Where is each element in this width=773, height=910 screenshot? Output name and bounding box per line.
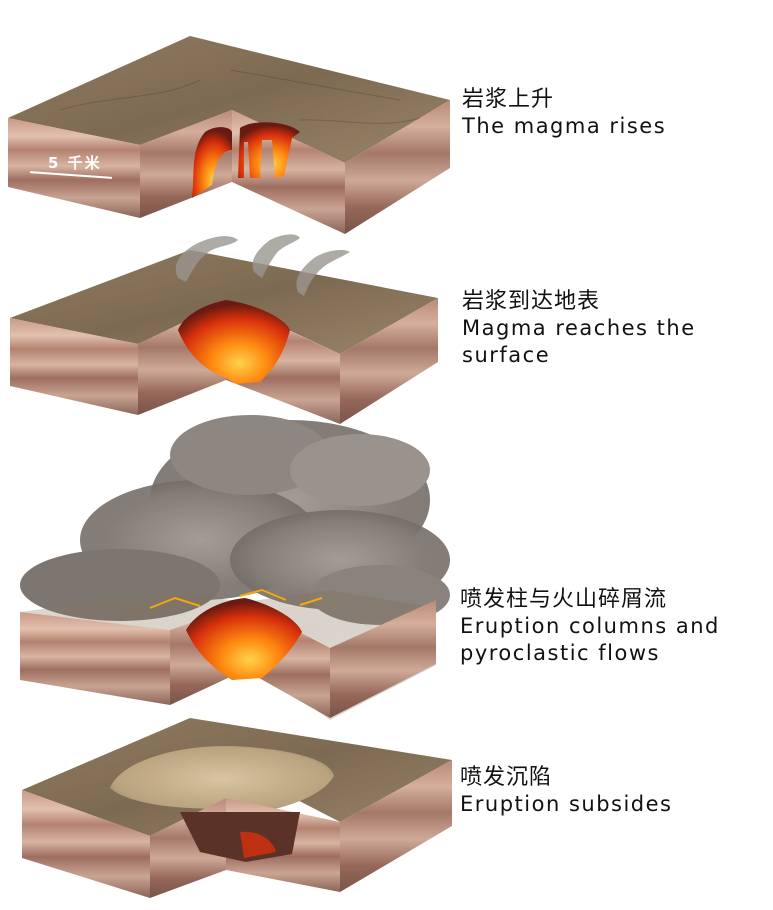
caption-zh: 岩浆到达地表 <box>462 289 601 314</box>
caption-zh: 喷发沉陷 <box>460 765 553 790</box>
caption-zh: 喷发柱与火山碎屑流 <box>460 587 668 612</box>
caption-en: Eruption subsides <box>460 792 673 816</box>
caption-stage-4: 喷发沉陷 Eruption subsides <box>460 764 760 818</box>
caption-stage-2: 岩浆到达地表 Magma reaches the surface <box>462 288 762 369</box>
caption-stage-1: 岩浆上升 The magma rises <box>462 86 762 140</box>
block-eruption-columns <box>20 415 450 720</box>
scale-label: 5 千米 <box>48 154 102 172</box>
caption-en: Magma reaches the surface <box>462 316 696 367</box>
block-magma-reaches-surface <box>10 234 438 424</box>
caption-en: Eruption columns and pyroclastic flows <box>460 614 720 665</box>
caption-zh: 岩浆上升 <box>462 87 555 112</box>
block-eruption-subsides <box>22 718 452 898</box>
block-magma-rises <box>8 36 450 234</box>
caption-en: The magma rises <box>462 114 667 138</box>
scale-bar: 5 千米 <box>30 150 112 190</box>
caption-stage-3: 喷发柱与火山碎屑流 Eruption columns and pyroclast… <box>460 586 765 667</box>
